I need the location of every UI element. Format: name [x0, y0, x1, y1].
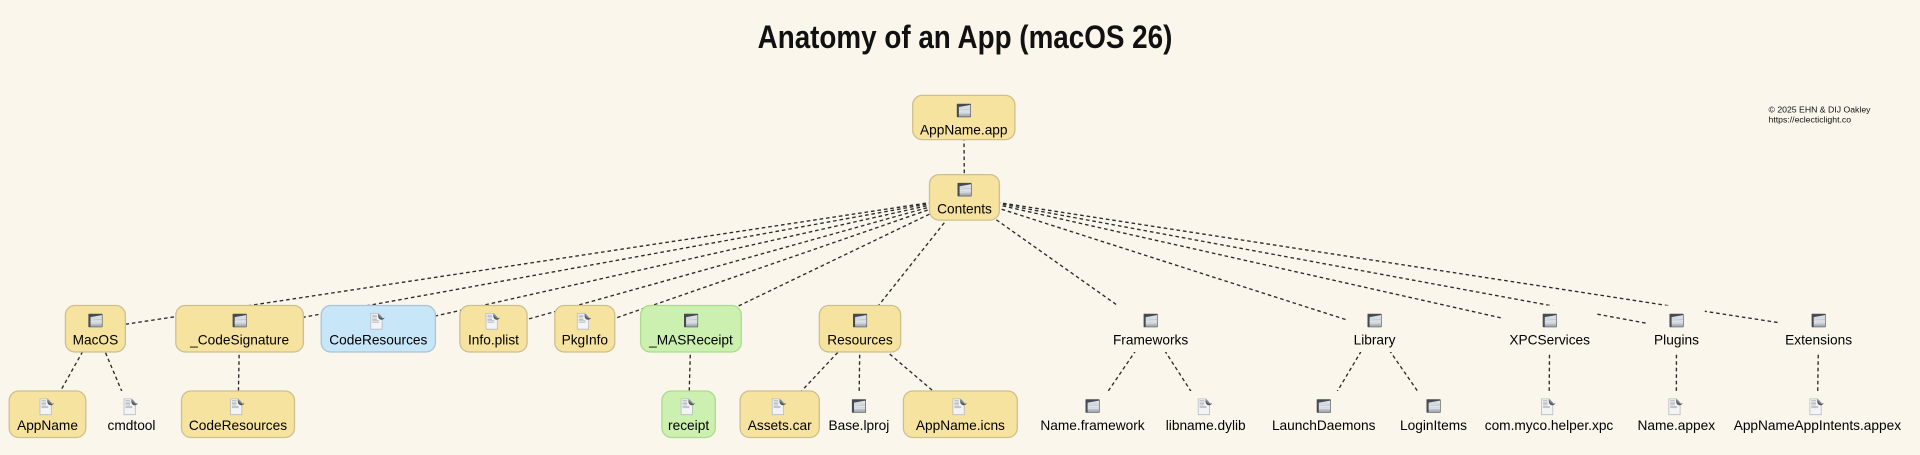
svg-text:PkgInfo: PkgInfo	[562, 333, 609, 348]
svg-text:Extensions: Extensions	[1785, 333, 1852, 348]
svg-text:CodeResources: CodeResources	[189, 418, 287, 433]
svg-text:Contents: Contents	[937, 202, 992, 217]
svg-text:XPCServices: XPCServices	[1509, 333, 1590, 348]
svg-text:Library: Library	[1354, 333, 1396, 348]
svg-text:CodeResources: CodeResources	[329, 333, 427, 348]
svg-text:LoginItems: LoginItems	[1400, 418, 1467, 433]
svg-text:AppName: AppName	[17, 418, 78, 433]
svg-text:AppName.icns: AppName.icns	[916, 418, 1005, 433]
svg-text:Base.lproj: Base.lproj	[828, 418, 889, 433]
svg-text:Plugins: Plugins	[1654, 333, 1699, 348]
svg-text:AppName.app: AppName.app	[920, 122, 1008, 137]
svg-text:LaunchDaemons: LaunchDaemons	[1272, 418, 1376, 433]
svg-text:https://eclecticlight.co: https://eclecticlight.co	[1769, 115, 1852, 125]
svg-text:Name.framework: Name.framework	[1040, 418, 1144, 433]
svg-text:receipt: receipt	[668, 418, 709, 433]
svg-text:Info.plist: Info.plist	[468, 333, 519, 348]
svg-text:com.myco.helper.xpc: com.myco.helper.xpc	[1485, 418, 1614, 433]
svg-text:_CodeSignature: _CodeSignature	[189, 333, 289, 348]
svg-text:Frameworks: Frameworks	[1113, 333, 1188, 348]
svg-text:Resources: Resources	[827, 333, 893, 348]
svg-text:Anatomy of an App (macOS 26): Anatomy of an App (macOS 26)	[758, 20, 1173, 55]
svg-text:© 2025 EHN & DIJ Oakley: © 2025 EHN & DIJ Oakley	[1769, 105, 1872, 115]
svg-text:Assets.car: Assets.car	[748, 418, 812, 433]
svg-text:cmdtool: cmdtool	[108, 418, 156, 433]
svg-text:libname.dylib: libname.dylib	[1166, 418, 1246, 433]
svg-text:AppNameAppIntents.appex: AppNameAppIntents.appex	[1734, 418, 1902, 433]
svg-text:MacOS: MacOS	[73, 333, 119, 348]
svg-text:_MASReceipt: _MASReceipt	[648, 333, 733, 348]
svg-text:Name.appex: Name.appex	[1637, 418, 1715, 433]
